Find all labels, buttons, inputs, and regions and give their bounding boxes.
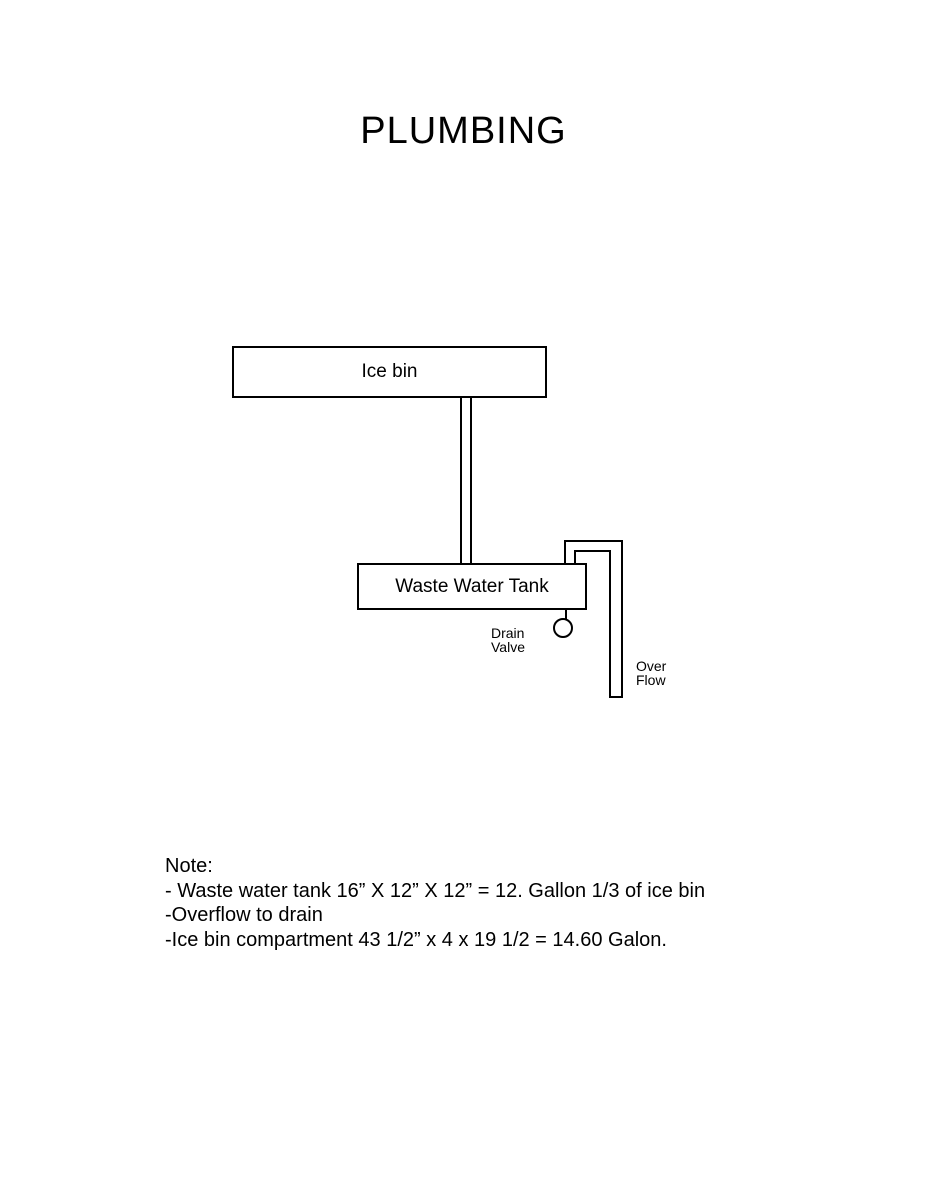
notes-section: Note: - Waste water tank 16” X 12” X 12”… — [165, 854, 705, 952]
drain-valve-circle — [553, 618, 573, 638]
ice-bin-label: Ice bin — [361, 361, 418, 382]
overflow-label: Over Flow — [636, 659, 666, 687]
note-line: -Overflow to drain — [165, 904, 323, 926]
waste-water-tank-box: Waste Water Tank — [357, 563, 587, 610]
note-line: -Ice bin compartment 43 1/2” x 4 x 19 1/… — [165, 928, 667, 951]
note-line: - Waste water tank 16” X 12” X 12” = 12.… — [165, 879, 706, 902]
ice-bin-box: Ice bin — [232, 346, 547, 398]
drain-valve-label-line2: Valve — [491, 639, 525, 655]
drain-valve-label: Drain Valve — [491, 626, 525, 654]
drain-pipe — [460, 397, 472, 563]
notes-heading: Note: — [165, 855, 213, 877]
drain-valve-label-line1: Drain — [491, 625, 525, 641]
overflow-label-line1: Over — [636, 658, 667, 674]
page-title: PLUMBING — [360, 110, 567, 152]
waste-water-tank-label: Waste Water Tank — [395, 575, 549, 597]
overflow-label-line2: Flow — [636, 672, 666, 688]
